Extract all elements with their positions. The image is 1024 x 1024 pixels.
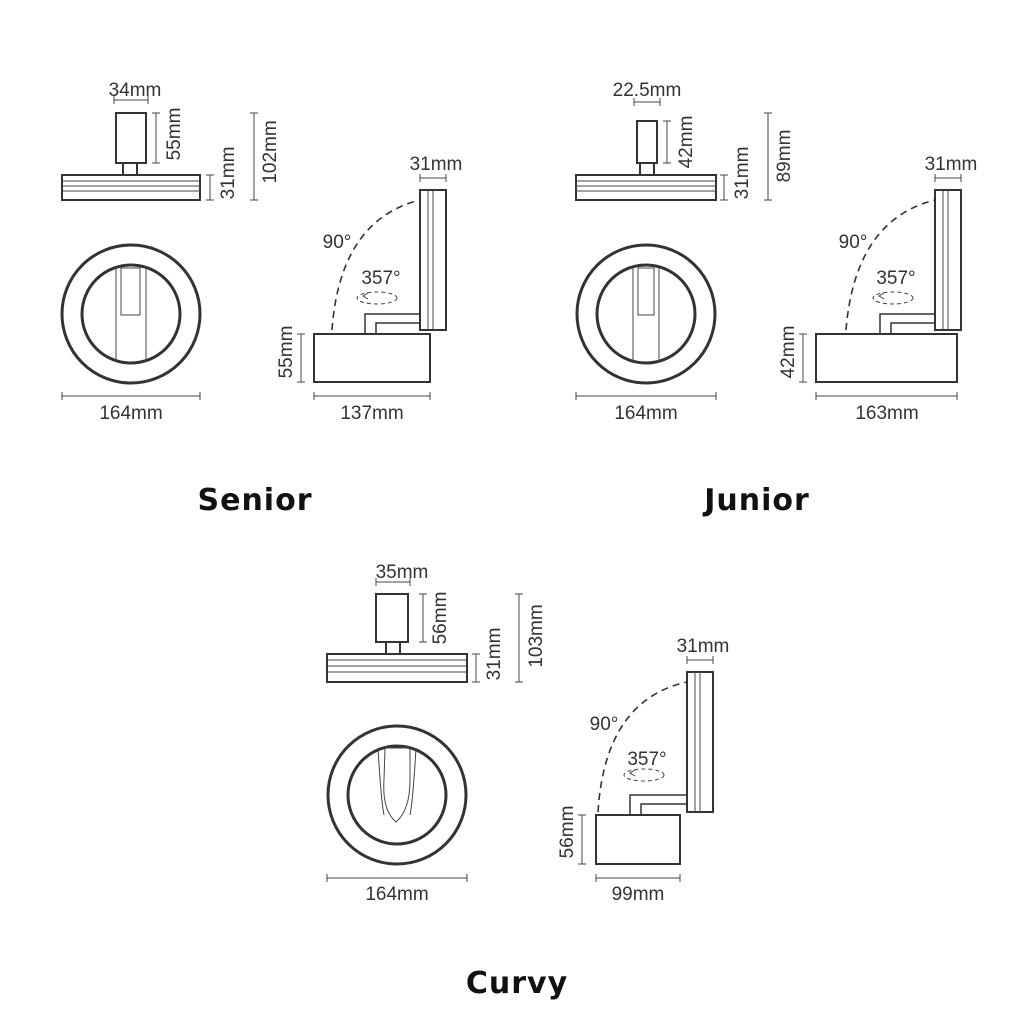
junior-rotation-angle-label: 357° — [876, 268, 915, 289]
senior-side-height-label: 55mm — [276, 326, 297, 379]
curvy-total-height-label: 103mm — [526, 604, 547, 667]
senior-side-track-width-label: 31mm — [410, 154, 463, 175]
senior-top-height-label: 55mm — [164, 108, 185, 161]
senior-top-view — [61, 96, 258, 201]
senior-total-height-label: 102mm — [260, 120, 281, 183]
senior-tilt-angle-label: 90° — [323, 232, 352, 253]
curvy-side-height-label: 56mm — [557, 806, 578, 859]
senior-adapter-head — [115, 112, 147, 164]
junior-side-view — [799, 174, 962, 400]
junior-side-height-label: 42mm — [778, 326, 799, 379]
senior-track — [61, 174, 201, 201]
curvy-front-width-label: 164mm — [365, 884, 428, 905]
senior-title: Senior — [198, 483, 313, 518]
curvy-side-body — [595, 814, 681, 865]
junior-tilt-angle-label: 90° — [839, 232, 868, 253]
curvy-side-track-width-label: 31mm — [677, 636, 730, 657]
junior-side-track-width-label: 31mm — [925, 154, 978, 175]
curvy-title: Curvy — [466, 966, 568, 1001]
curvy-side-view — [578, 656, 714, 882]
curvy-adapter-neck — [385, 641, 401, 655]
senior-group: 34mm 55mm 31mm 102mm 164mm — [60, 80, 463, 518]
curvy-top-height-label: 56mm — [430, 592, 451, 645]
curvy-rotation-angle-label: 357° — [627, 749, 666, 770]
curvy-adapter-head — [375, 593, 409, 643]
curvy-top-width-label: 35mm — [376, 562, 429, 583]
curvy-group: 35mm 56mm 31mm 103mm 164mm — [326, 562, 730, 1001]
senior-track-height-label: 31mm — [218, 147, 239, 200]
curvy-track — [326, 653, 468, 683]
junior-adapter-head — [636, 120, 658, 164]
junior-group: 22.5mm 42mm 31mm 89mm 164mm — [575, 80, 978, 518]
junior-front-view — [575, 243, 717, 400]
senior-front-width-label: 164mm — [99, 403, 162, 424]
junior-front-width-label: 164mm — [614, 403, 677, 424]
junior-side-width-label: 163mm — [855, 403, 918, 424]
curvy-side-width-label: 99mm — [612, 884, 665, 905]
senior-side-view — [297, 174, 447, 400]
junior-side-body — [815, 333, 958, 383]
senior-side-body — [313, 333, 431, 383]
junior-total-height-label: 89mm — [774, 130, 795, 183]
curvy-front-view — [326, 724, 468, 882]
junior-top-height-label: 42mm — [676, 116, 697, 169]
senior-front-view — [60, 243, 202, 400]
junior-adapter-neck — [639, 162, 655, 176]
junior-track — [575, 174, 717, 201]
junior-title: Junior — [702, 483, 810, 518]
junior-track-height-label: 31mm — [732, 147, 753, 200]
junior-top-view — [575, 98, 772, 201]
senior-side-width-label: 137mm — [340, 403, 403, 424]
junior-top-width-label: 22.5mm — [613, 80, 682, 101]
curvy-tilt-angle-label: 90° — [590, 714, 619, 735]
senior-rotation-angle-label: 357° — [361, 268, 400, 289]
curvy-top-view — [326, 578, 523, 683]
curvy-track-height-label: 31mm — [484, 628, 505, 681]
senior-top-width-label: 34mm — [109, 80, 162, 101]
senior-adapter-neck — [122, 162, 138, 176]
